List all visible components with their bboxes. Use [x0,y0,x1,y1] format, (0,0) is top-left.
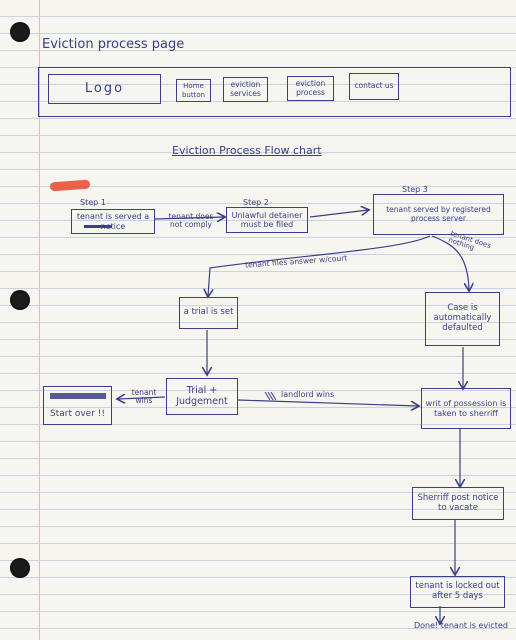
nav-label: eviction process [295,78,326,97]
scribble-out [84,225,112,228]
arrow-step3-default [431,235,469,290]
locked-out-text: tenant is locked out after 5 days [415,581,500,601]
start-over-text: Start over !! [50,408,105,419]
step3-label: Step 3 [402,185,428,194]
step3-box: tenant served by registered process serv… [373,194,504,235]
binder-hole [10,290,30,310]
binder-hole [10,22,30,42]
notice-box: Sherriff post notice to vacate [412,487,504,520]
nav-contact-us[interactable]: contact us [349,73,399,100]
edge-label-tenant-wins: tenant wins [131,388,157,405]
default-box: Case is automatically defaulted [425,292,500,346]
trial-set-text: a trial is set [183,307,234,318]
logo-placeholder: Logo [48,74,161,104]
done-text: Done! tenant is evicted [414,621,508,630]
margin-line [39,0,40,640]
nav-label: eviction services [230,79,261,98]
trial-set-box: a trial is set [179,297,238,329]
arrow-step2-step3 [309,210,368,218]
step1-text: tenant is served a notice [76,212,150,231]
arrow-judgement-start-over [118,397,166,399]
nav-home-button[interactable]: Home button [176,79,211,102]
edge-label-landlord-wins: landlord wins [281,390,335,399]
landlord-wins-scribble [264,391,277,401]
binder-hole [10,558,30,578]
step2-text: Unlawful detainer must be filed [231,210,303,229]
arrow-step1-step2 [153,217,224,219]
default-text: Case is automatically defaulted [433,303,492,333]
nav-eviction-services[interactable]: eviction services [223,77,268,102]
writ-box: writ of possession is taken to sherriff [421,388,511,429]
nav-label: contact us [354,81,394,91]
step2-label: Step 2 [243,198,269,207]
judgement-box: Trial + Judgement [166,378,238,415]
chart-title: Eviction Process Flow chart [172,144,322,157]
step1-label: Step 1 [80,198,106,207]
header-wireframe [38,67,511,117]
locked-out-box: tenant is locked out after 5 days [410,576,505,608]
notice-text: Sherriff post notice to vacate [417,492,499,513]
nav-label: Home button [181,82,206,99]
page-title: Eviction process page [42,37,185,52]
step3-text: tenant served by registered process serv… [386,204,491,223]
edge-label-not-comply: tenant does not comply [168,212,214,229]
step2-box: Unlawful detainer must be filed [226,207,308,233]
arrow-step3-trial-set [208,235,431,296]
scribble-out [50,393,106,399]
writ-text: writ of possession is taken to sherriff [425,399,507,418]
arrow-judgement-writ [237,399,418,406]
logo-text: Logo [84,80,125,96]
judgement-text: Trial + Judgement [176,384,228,407]
step1-box: tenant is served a notice [71,209,155,234]
nav-eviction-process[interactable]: eviction process [287,76,334,101]
start-over-box: Start over !! [43,386,112,425]
